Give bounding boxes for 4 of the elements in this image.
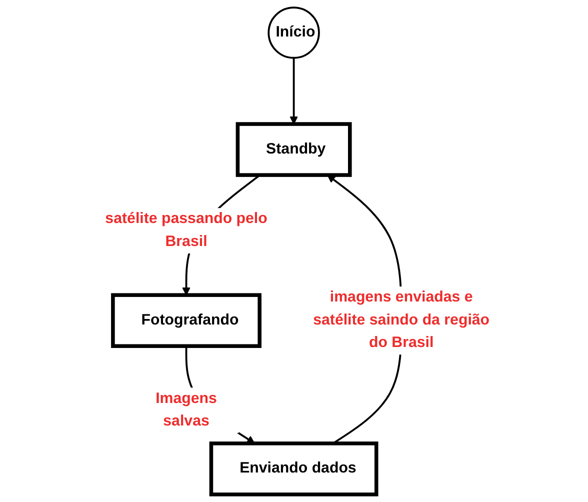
state-label: Enviando dados: [240, 459, 357, 478]
state-label: Fotografando: [142, 311, 239, 330]
state-label: Início: [276, 23, 316, 42]
state-label: Standby: [266, 140, 326, 160]
